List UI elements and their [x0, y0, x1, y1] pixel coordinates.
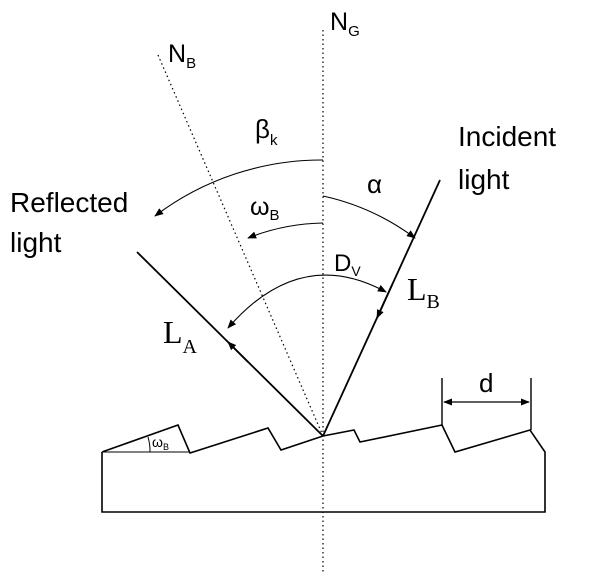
lb-label: LB	[407, 271, 440, 313]
omega-label: ωB	[250, 193, 280, 224]
deviation-arc	[227, 274, 387, 329]
incident-light-label: Incident light	[458, 121, 564, 195]
blaze-angle-label: ωB	[152, 434, 169, 452]
reflected-light-label: Reflected light	[10, 187, 136, 258]
alpha-label: α	[367, 169, 382, 199]
beta-label: βk	[255, 114, 278, 149]
alpha-arc	[322, 195, 416, 239]
incident-ray-arrow	[376, 284, 393, 319]
omega-arc	[247, 222, 324, 239]
grating-profile	[101, 423, 546, 513]
blaze-normal-line	[157, 54, 324, 437]
blaze-angle-arc	[147, 436, 151, 453]
deviation-label: DV	[334, 250, 361, 279]
la-label: LA	[163, 314, 198, 358]
grating-normal-label: NG	[330, 8, 360, 40]
beta-arc	[154, 159, 324, 217]
groove-spacing-label: d	[479, 368, 493, 398]
blaze-normal-label: NB	[168, 40, 196, 72]
reflected-ray-arrow	[227, 341, 249, 363]
